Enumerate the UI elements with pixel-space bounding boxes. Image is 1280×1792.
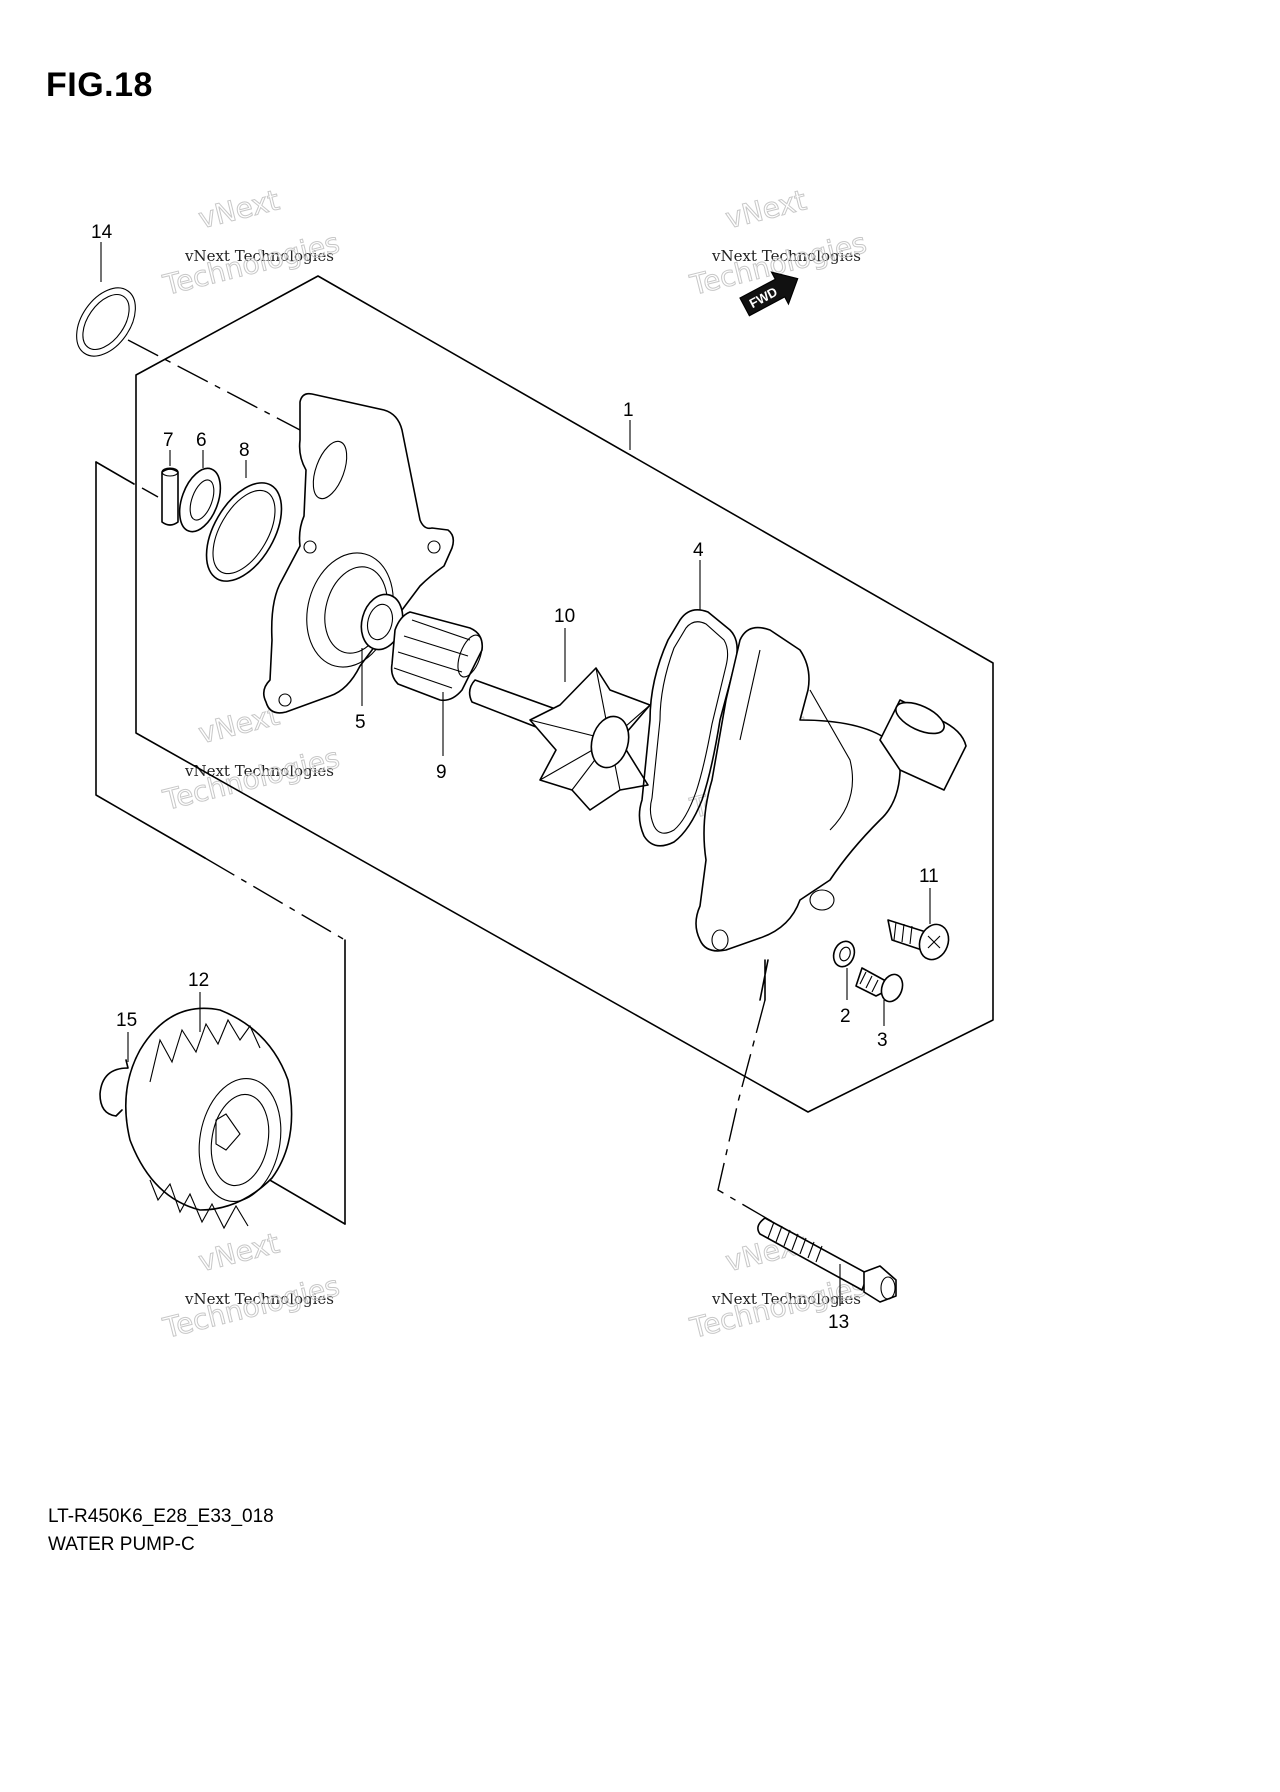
watermark-overlay-top: vNext — [722, 183, 809, 235]
part-6-washer — [178, 467, 222, 533]
watermark-text: vNext Technologies — [711, 247, 861, 265]
callouts: 14 7 6 8 1 4 10 5 9 11 2 3 13 12 15 — [91, 222, 939, 1333]
watermark-text: vNext Technologies — [184, 762, 334, 780]
callout-3: 3 — [877, 1030, 888, 1051]
part-14-o-ring — [76, 287, 136, 357]
centerline-13-solid — [759, 959, 769, 1001]
part-11-screw — [887, 919, 950, 961]
figure-title: FIG.18 — [46, 66, 153, 104]
gear-group-outline-left — [95, 461, 206, 859]
part-12-gear — [125, 1007, 293, 1230]
part-3-bolt — [855, 967, 904, 1003]
watermark-overlay-bottom: Technologies — [159, 1269, 342, 1345]
callout-4: 4 — [693, 540, 704, 561]
callout-1: 1 — [623, 400, 634, 421]
centerline-pin — [141, 487, 159, 498]
gear-group-outline-right — [95, 461, 346, 1225]
callout-6: 6 — [196, 430, 207, 451]
watermark-overlay-bottom: Technologies — [159, 741, 342, 817]
callout-15: 15 — [116, 1010, 137, 1031]
part-9-mechanical-seal — [390, 611, 484, 702]
callout-11: 11 — [919, 866, 939, 887]
watermark-text: vNext Technologies — [184, 247, 334, 265]
pump-cover — [695, 626, 967, 952]
part-4-gasket — [638, 609, 738, 847]
watermark-overlay-bottom: Technologies — [159, 226, 342, 302]
watermark: vNext vNext Technologies Technologies — [159, 698, 343, 817]
model-code: LT-R450K6_E28_E33_018 — [48, 1506, 274, 1527]
assembly-outline-box — [135, 275, 994, 1113]
watermark-overlay-top: vNext — [195, 183, 282, 235]
leader-lines — [100, 242, 931, 1306]
pump-body-plate — [262, 392, 455, 714]
part-8-o-ring — [205, 482, 283, 582]
centerline-14 — [127, 339, 301, 431]
callout-14: 14 — [91, 222, 113, 243]
callout-13: 13 — [828, 1312, 849, 1333]
callout-10: 10 — [554, 606, 575, 627]
section-title: WATER PUMP-C — [48, 1534, 195, 1555]
watermark-overlay-top: vNext — [195, 1226, 282, 1278]
part-2-washer — [832, 940, 856, 968]
watermark: vNext vNext Technologies Technologies — [159, 1226, 343, 1345]
part-15-circlip — [99, 1059, 129, 1117]
part-7-pin — [161, 467, 179, 526]
watermark-overlay-bottom: Technologies — [686, 1269, 869, 1345]
callout-12: 12 — [188, 970, 209, 991]
part-10-impeller-shaft — [468, 667, 651, 811]
callout-5: 5 — [355, 712, 366, 733]
watermark: vNext vNext Technologies Technologies — [159, 183, 343, 302]
gear-group-outline-dash — [204, 857, 346, 941]
centerline-13 — [717, 999, 791, 1233]
callout-9: 9 — [436, 762, 447, 783]
callout-8: 8 — [239, 440, 250, 461]
callout-7: 7 — [163, 430, 174, 451]
callout-2: 2 — [840, 1006, 851, 1027]
watermark-text: vNext Technologies — [711, 1290, 861, 1308]
watermark-text: vNext Technologies — [184, 1290, 334, 1308]
